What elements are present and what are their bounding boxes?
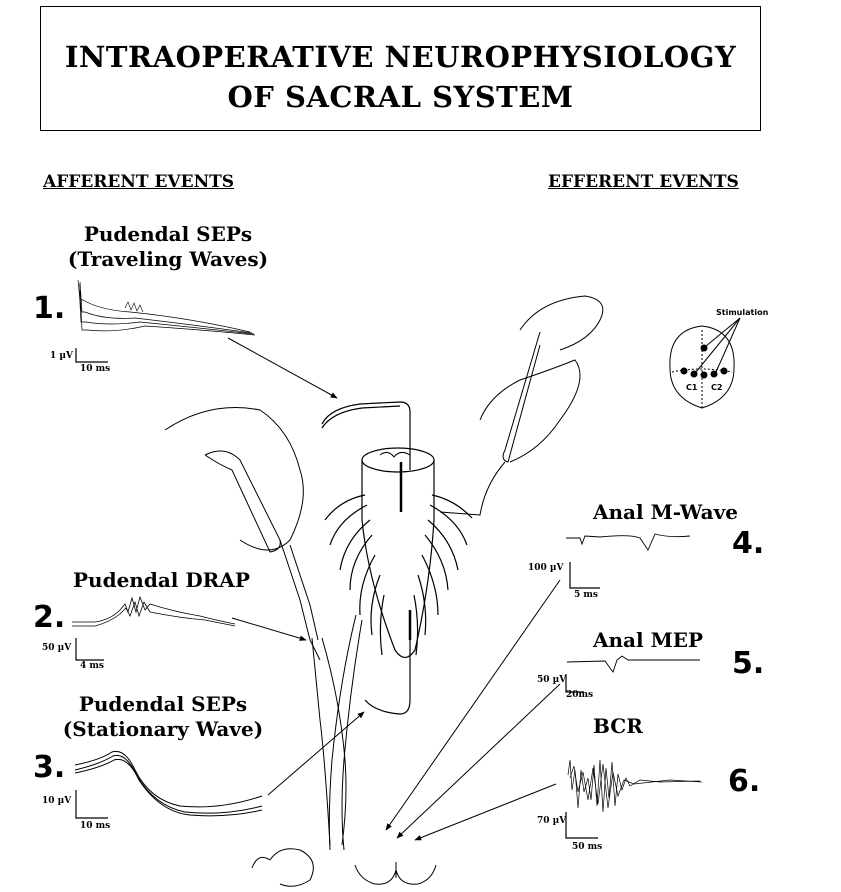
time-scale-6: 50 ms [572,842,603,852]
sep-stationary-title-line1: Pudendal SEPs [78,692,248,716]
drap-title: Pudendal DRAP [73,568,250,592]
title-line-1: INTRAOPERATIVE NEUROPHYSIOLOGY [64,40,737,74]
sep-traveling-title-line1: Pudendal SEPs [83,222,253,246]
stimulation-label: Stimulation [716,308,769,317]
head-diagram [669,317,741,409]
number-3: 3. [33,750,66,785]
recording-probe-upper [321,401,411,470]
scale-bar-5 [565,674,584,693]
amp-scale-5: 50 µV [537,675,567,685]
pelvic-organs-drawing [251,848,437,887]
number-2: 2. [33,600,66,635]
amp-scale-1: 1 µV [50,351,73,361]
sep-stationary-title: Pudendal SEPs (Stationary Wave) [48,692,278,742]
scale-bar-2 [75,638,104,661]
sep-stationary-trace [74,750,263,817]
number-1: 1. [33,291,66,326]
nerve-pathway [328,614,363,851]
sep-stationary-title-line2: (Stationary Wave) [62,717,264,741]
number-6: 6. [728,764,761,799]
title-line-2: OF SACRAL SYSTEM [227,80,574,114]
amp-scale-4: 100 µV [528,563,564,573]
amp-scale-3: 10 µV [42,796,72,806]
time-scale-3: 10 ms [80,821,111,831]
sep-traveling-title: Pudendal SEPs (Traveling Waves) [48,222,288,272]
number-5: 5. [732,646,765,681]
bcr-title: BCR [593,714,643,738]
time-scale-4: 5 ms [574,590,598,600]
spinal-cord-drawing [324,447,473,659]
title-box: INTRAOPERATIVE NEUROPHYSIOLOGY OF SACRAL… [40,6,761,131]
c2-label: C2 [711,383,723,392]
number-4: 4. [732,526,765,561]
amp-scale-6: 70 µV [537,816,567,826]
efferent-heading: EFFERENT EVENTS [548,172,739,192]
c1-label: C1 [686,383,698,392]
arrows [227,337,561,841]
bcr-trace [567,759,703,813]
scale-bar-6 [565,812,598,839]
sep-traveling-trace [77,279,256,336]
scale-bar-4 [569,562,600,589]
m-wave-title: Anal M-Wave [593,500,738,524]
scale-bar-1 [75,348,108,363]
afferent-heading: AFFERENT EVENTS [43,172,235,192]
anal-mep-title: Anal MEP [593,628,703,652]
anal-mep-trace [566,655,700,673]
m-wave-trace [566,533,691,551]
recording-probe-lower [364,640,411,715]
drap-trace [72,595,236,627]
right-hand-stimulator [439,295,604,516]
scale-bar-3 [75,790,108,819]
time-scale-5: 20ms [566,690,594,700]
left-hand-forceps [164,407,347,846]
time-scale-1: 10 ms [80,364,111,374]
amp-scale-2: 50 µV [42,643,72,653]
time-scale-2: 4 ms [80,661,104,671]
sep-traveling-title-line2: (Traveling Waves) [67,247,269,271]
